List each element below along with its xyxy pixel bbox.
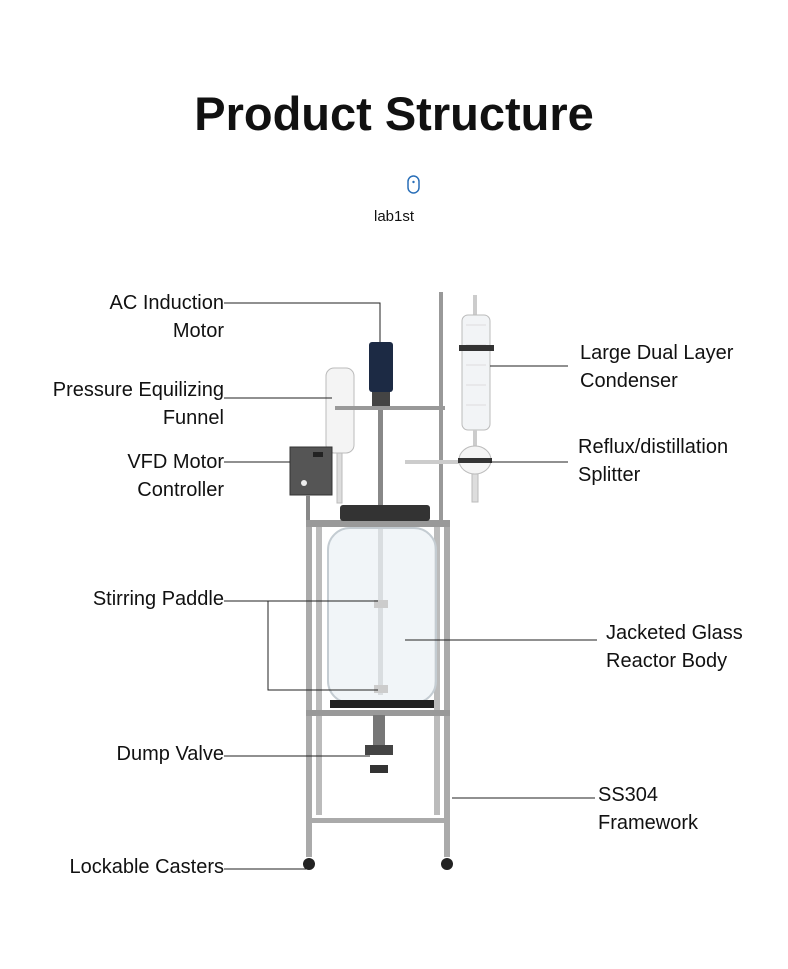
condenser — [459, 295, 494, 450]
motor — [369, 342, 393, 410]
reactor-lid — [340, 505, 430, 521]
label-casters: Lockable Casters — [69, 856, 224, 878]
dump-valve — [365, 715, 393, 773]
leader-lines — [224, 302, 597, 870]
vfd-controller — [289, 446, 333, 520]
funnel — [325, 367, 355, 504]
mouse-logo-icon — [407, 175, 420, 194]
splitter — [405, 445, 492, 503]
caster — [303, 858, 315, 870]
label-dump-valve: Dump Valve — [116, 743, 224, 765]
caster — [441, 858, 453, 870]
brand-name: lab1st — [373, 208, 415, 225]
label-paddle: Stirring Paddle — [92, 588, 224, 610]
page-title: Product Structure — [194, 87, 594, 140]
reactor-vessel — [327, 527, 437, 704]
